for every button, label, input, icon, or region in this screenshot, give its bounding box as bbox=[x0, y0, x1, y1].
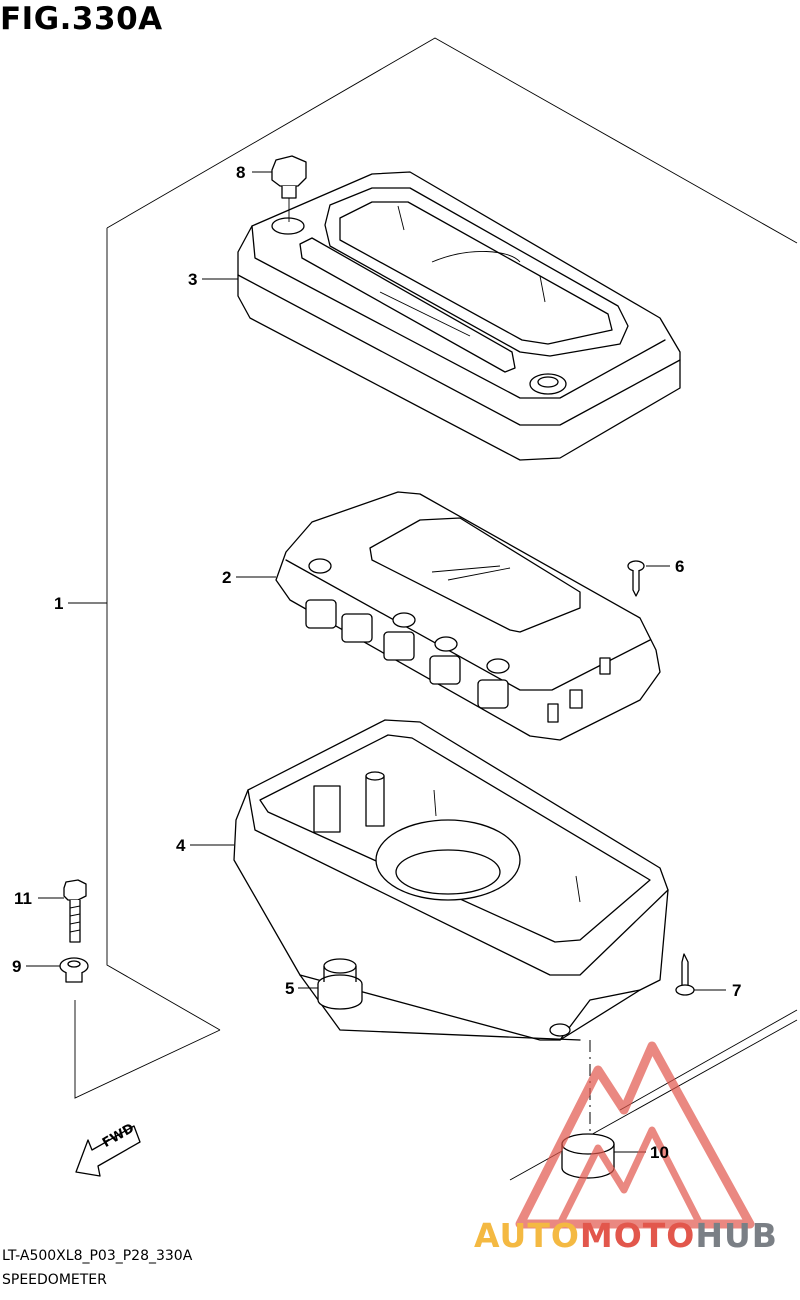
callout-10: 10 bbox=[650, 1143, 669, 1162]
callout-5: 5 bbox=[285, 979, 295, 998]
figure-title: FIG.330A bbox=[0, 1, 163, 37]
fwd-arrow bbox=[75, 1125, 141, 1177]
cushion-drawing bbox=[317, 958, 363, 1010]
board-screw-drawing bbox=[627, 560, 645, 597]
callout-6: 6 bbox=[675, 557, 685, 576]
callout-9: 9 bbox=[12, 957, 22, 976]
callout-11: 11 bbox=[14, 889, 32, 908]
watermark-logo bbox=[515, 1041, 755, 1229]
callout-3: 3 bbox=[188, 270, 198, 289]
watermark-part-3: HUB bbox=[695, 1216, 778, 1255]
leader-lines bbox=[26, 171, 726, 1153]
callout-4: 4 bbox=[176, 836, 186, 855]
bolt-washer-drawing bbox=[59, 879, 221, 1099]
tapping-screw-drawing bbox=[675, 953, 695, 996]
model-code: LT-A500XL8_P03_P28_330A bbox=[2, 1248, 193, 1264]
watermark-part-2: MOTO bbox=[579, 1216, 696, 1255]
meter-board-drawing bbox=[275, 491, 661, 741]
callout-2: 2 bbox=[222, 568, 232, 587]
callout-7: 7 bbox=[732, 981, 742, 1000]
meter-cover-drawing bbox=[237, 171, 681, 461]
callout-1: 1 bbox=[54, 594, 64, 613]
meter-case-drawing bbox=[233, 719, 669, 1041]
watermark-text: AUTOMOTOHUB bbox=[474, 1216, 778, 1256]
cover-bolt-drawing bbox=[271, 155, 307, 222]
callout-8: 8 bbox=[236, 163, 246, 182]
figure-caption: SPEEDOMETER bbox=[2, 1272, 107, 1288]
watermark-part-1: AUTO bbox=[474, 1216, 580, 1255]
